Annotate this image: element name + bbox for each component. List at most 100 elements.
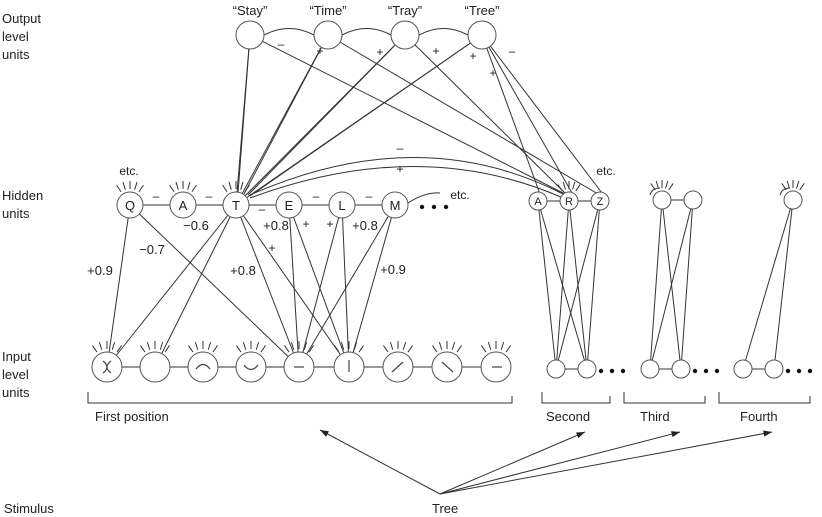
excitatory-sign: + — [469, 49, 476, 63]
hidden-input-connection — [537, 200, 557, 370]
inhibitory-sign: – — [206, 189, 213, 203]
hidden-units-label: Hidden units — [2, 187, 43, 223]
dendrite-icon — [668, 183, 674, 191]
hidden-unit — [222, 191, 250, 219]
dendrite-icon — [340, 341, 345, 350]
output-level-label: Output level units — [2, 10, 41, 64]
dendrite-icon — [169, 184, 175, 193]
dendrite-icon — [487, 341, 492, 350]
ellipsis-dot — [714, 368, 720, 374]
hidden-unit-label: E — [285, 198, 294, 213]
position-label-third: Third — [640, 409, 670, 424]
output-lateral-connection — [263, 28, 315, 36]
dendrite-icon — [358, 345, 364, 353]
position-label-fourth: Fourth — [740, 409, 778, 424]
dendrite-icon — [781, 183, 787, 191]
dendrite-icon — [116, 184, 122, 193]
hidden-input-connection — [129, 204, 300, 368]
output-unit — [467, 20, 497, 50]
inhibitory-sign: – — [366, 189, 373, 203]
etc-label: etc. — [119, 164, 138, 178]
dendrite-icon — [407, 345, 413, 353]
dendrite-icon — [432, 345, 438, 353]
dendrite-icon — [650, 183, 656, 191]
dendrite-icon — [111, 341, 116, 350]
dendrite-icon — [255, 341, 260, 350]
connection-weight: +0.8 — [352, 218, 378, 233]
output-unit-label: “Stay” — [233, 3, 268, 18]
stimulus-arrow — [439, 431, 681, 495]
hidden-input-connection — [742, 199, 794, 370]
hidden-input-connection — [154, 204, 237, 368]
connection-weight: +0.8 — [263, 218, 289, 233]
dendrite-icon — [308, 345, 314, 353]
connection-weight: −0.6 — [183, 218, 209, 233]
connection-line — [404, 34, 566, 194]
connection-weight: −0.7 — [139, 242, 165, 257]
connection-line — [247, 34, 406, 196]
inhibitory-sign: – — [313, 189, 320, 203]
label-line: Input — [2, 349, 31, 364]
arrowhead-icon — [576, 432, 585, 439]
dendrite-icon — [242, 341, 247, 350]
input-unit — [577, 359, 597, 379]
letter-feature-icon — [243, 364, 259, 371]
dendrite-icon — [481, 345, 487, 353]
connection-line — [481, 34, 541, 195]
dendrite-icon — [222, 184, 228, 193]
hidden-input-connection — [298, 204, 396, 368]
hidden-unit — [783, 190, 803, 210]
output-unit — [235, 20, 265, 50]
arrowhead-icon — [671, 431, 680, 438]
input-unit — [546, 359, 566, 379]
connection-curve — [249, 157, 566, 196]
inhibitory-sign: – — [153, 189, 160, 203]
hidden-unit-label: R — [565, 196, 573, 208]
dendrite-icon — [353, 341, 358, 350]
dendrite-icon — [290, 341, 295, 350]
letter-feature-icon — [195, 363, 211, 370]
dendrite-icon — [228, 181, 232, 190]
excitatory-sign: + — [268, 241, 275, 255]
dendrite-icon — [383, 345, 389, 353]
output-unit-label: “Tree” — [465, 3, 500, 18]
hidden-input-connection — [235, 204, 300, 368]
inhibitory-sign: – — [509, 44, 516, 58]
dendrite-icon — [500, 341, 505, 350]
dendrite-icon — [159, 341, 164, 350]
excitatory-sign: + — [316, 44, 323, 58]
dendrite-icon — [334, 345, 340, 353]
hidden-unit — [683, 190, 703, 210]
hidden-unit — [275, 191, 303, 219]
etc-label: etc. — [450, 188, 469, 202]
hidden-input-connection — [106, 204, 131, 368]
stimulus-word: Tree — [432, 501, 459, 516]
excitatory-sign: + — [376, 45, 383, 59]
position-bracket — [718, 392, 811, 404]
label-line: units — [2, 47, 30, 62]
position-bracket — [541, 392, 611, 404]
hidden-input-connection — [341, 204, 350, 368]
dendrite-icon — [655, 180, 659, 189]
hidden-unit-label: T — [232, 198, 240, 213]
hidden-unit — [116, 191, 144, 219]
stimulus-arrow — [319, 429, 441, 495]
hidden-input-connection — [680, 199, 694, 370]
connection-line — [249, 34, 483, 197]
dendrite-icon — [562, 181, 566, 190]
hidden-input-connection — [586, 200, 601, 370]
arrowhead-icon — [320, 430, 329, 437]
dendrite-icon — [786, 180, 790, 189]
dendrite-icon — [456, 345, 462, 353]
output-lateral-connection — [418, 28, 469, 36]
connection-line — [481, 34, 573, 194]
ellipsis-dot — [431, 204, 437, 210]
ellipsis-dot — [419, 204, 425, 210]
hidden-unit-label: M — [390, 198, 401, 213]
hidden-unit-label: A — [179, 198, 188, 213]
hidden-unit — [652, 190, 672, 210]
label-line: units — [2, 385, 30, 400]
input-unit — [640, 359, 660, 379]
connection-line — [237, 34, 251, 194]
